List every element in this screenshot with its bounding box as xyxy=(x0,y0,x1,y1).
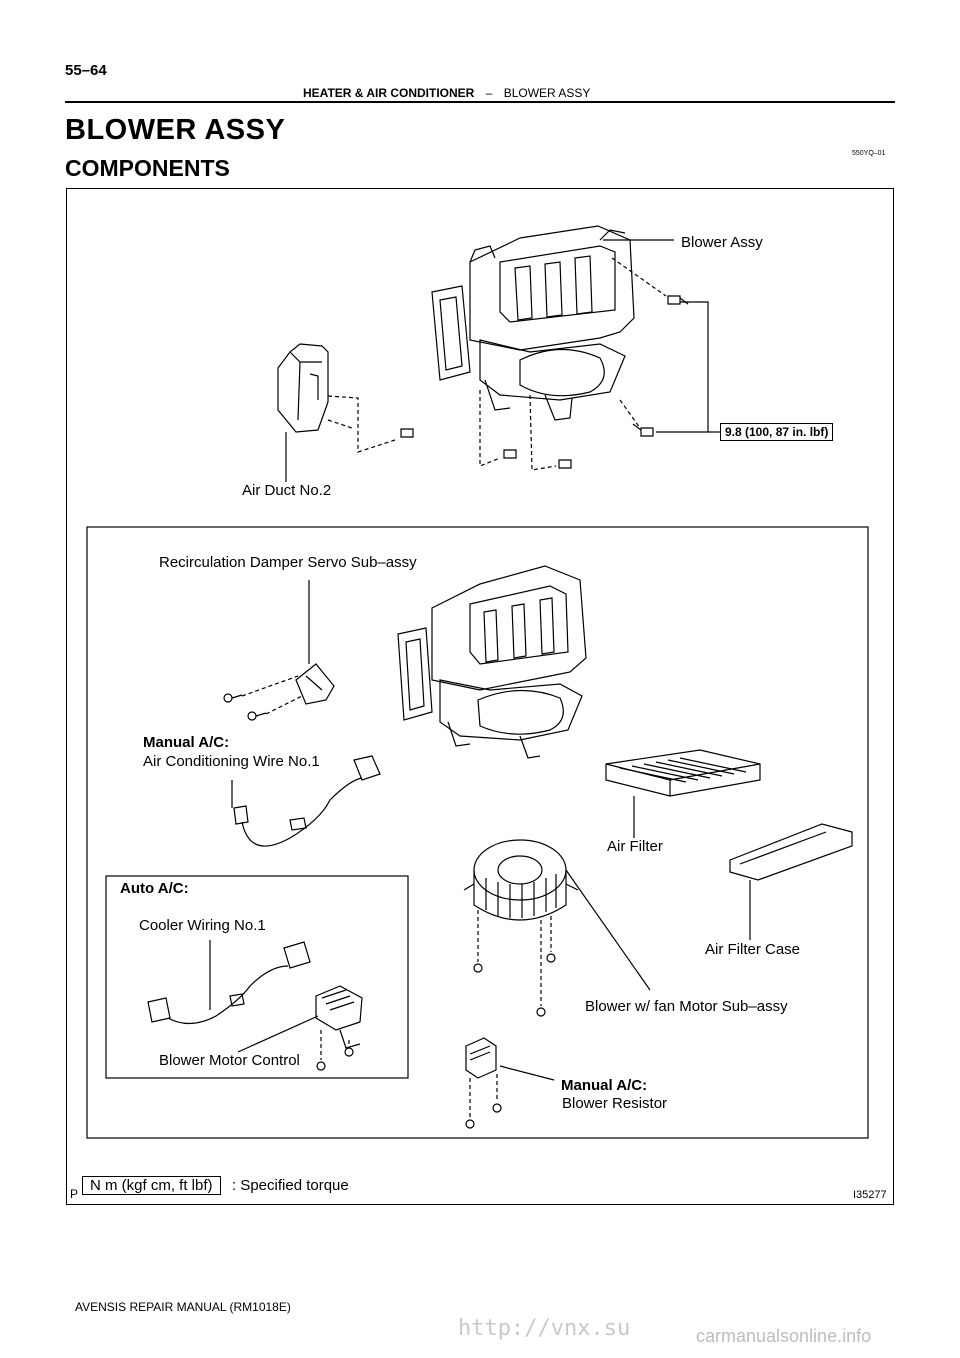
screw xyxy=(546,953,556,963)
bolt xyxy=(503,449,517,459)
label-blower-motor-control: Blower Motor Control xyxy=(159,1052,300,1069)
legend-description: : Specified torque xyxy=(232,1177,349,1194)
screw xyxy=(465,1119,475,1129)
label-air-filter: Air Filter xyxy=(607,838,663,855)
legend-prefix: P xyxy=(70,1187,79,1201)
cooler-wiring-drawing xyxy=(147,941,311,1025)
label-manual-ac-1: Manual A/C: xyxy=(143,734,230,751)
watermark-vnx[interactable]: http://vnx.su xyxy=(458,1316,631,1341)
bolt xyxy=(632,423,654,437)
label-air-filter-case: Air Filter Case xyxy=(705,941,801,958)
header-separator: – xyxy=(485,86,493,100)
blower-assy-drawing xyxy=(431,225,635,421)
bolt xyxy=(558,459,572,469)
label-blower-assy: Blower Assy xyxy=(681,234,763,251)
components-figure xyxy=(66,188,894,1205)
footer-manual-title: AVENSIS REPAIR MANUAL (RM1018E) xyxy=(75,1300,291,1314)
screw xyxy=(536,1007,546,1017)
label-blower-fan-motor: Blower w/ fan Motor Sub–assy xyxy=(585,998,788,1015)
label-blower-resistor: Blower Resistor xyxy=(562,1095,668,1112)
screw xyxy=(247,711,267,721)
label-air-duct-no2: Air Duct No.2 xyxy=(242,482,332,499)
watermark-carmanualsonline[interactable]: carmanualsonline.info xyxy=(696,1326,872,1346)
running-header: HEATER & AIR CONDITIONER – BLOWER ASSY xyxy=(303,86,590,100)
header-rule xyxy=(65,101,895,103)
air-filter-case-drawing xyxy=(729,823,853,881)
air-filter-drawing xyxy=(605,749,761,797)
screw xyxy=(344,1047,354,1057)
label-cooler-wiring: Cooler Wiring No.1 xyxy=(139,917,266,934)
label-auto-ac: Auto A/C: xyxy=(120,880,189,897)
header-section: HEATER & AIR CONDITIONER xyxy=(303,86,475,100)
page-title: BLOWER ASSY xyxy=(65,114,286,146)
screw xyxy=(223,693,243,703)
blower-motor-control-drawing xyxy=(315,985,363,1049)
manual-ac-group-box xyxy=(86,526,869,1139)
legend-unit-box: N m (kgf cm, ft lbf) xyxy=(82,1176,221,1195)
torque-value-box: 9.8 (100, 87 in. lbf) xyxy=(720,423,834,441)
recirc-servo-drawing xyxy=(295,663,335,705)
screw xyxy=(473,963,483,973)
header-topic: BLOWER ASSY xyxy=(503,86,591,100)
label-recirc-servo: Recirculation Damper Servo Sub–assy xyxy=(159,554,417,571)
blower-case-drawing xyxy=(397,565,587,759)
screw xyxy=(492,1103,502,1113)
air-duct-drawing xyxy=(277,343,329,433)
label-manual-ac-2: Manual A/C: xyxy=(561,1077,648,1094)
bolt xyxy=(667,295,689,305)
blower-resistor-drawing xyxy=(465,1037,497,1079)
ac-wire-drawing xyxy=(233,755,381,847)
figure-code: I35277 xyxy=(853,1189,887,1201)
bolt xyxy=(400,428,414,438)
label-ac-wire-no1: Air Conditioning Wire No.1 xyxy=(143,753,320,770)
document-code: 550YQ–01 xyxy=(852,150,886,157)
page-subtitle: COMPONENTS xyxy=(65,155,230,181)
page-number: 55–64 xyxy=(65,62,107,79)
auto-ac-box xyxy=(105,875,409,1079)
blower-fan-motor-drawing xyxy=(463,839,579,921)
screw xyxy=(316,1061,326,1071)
